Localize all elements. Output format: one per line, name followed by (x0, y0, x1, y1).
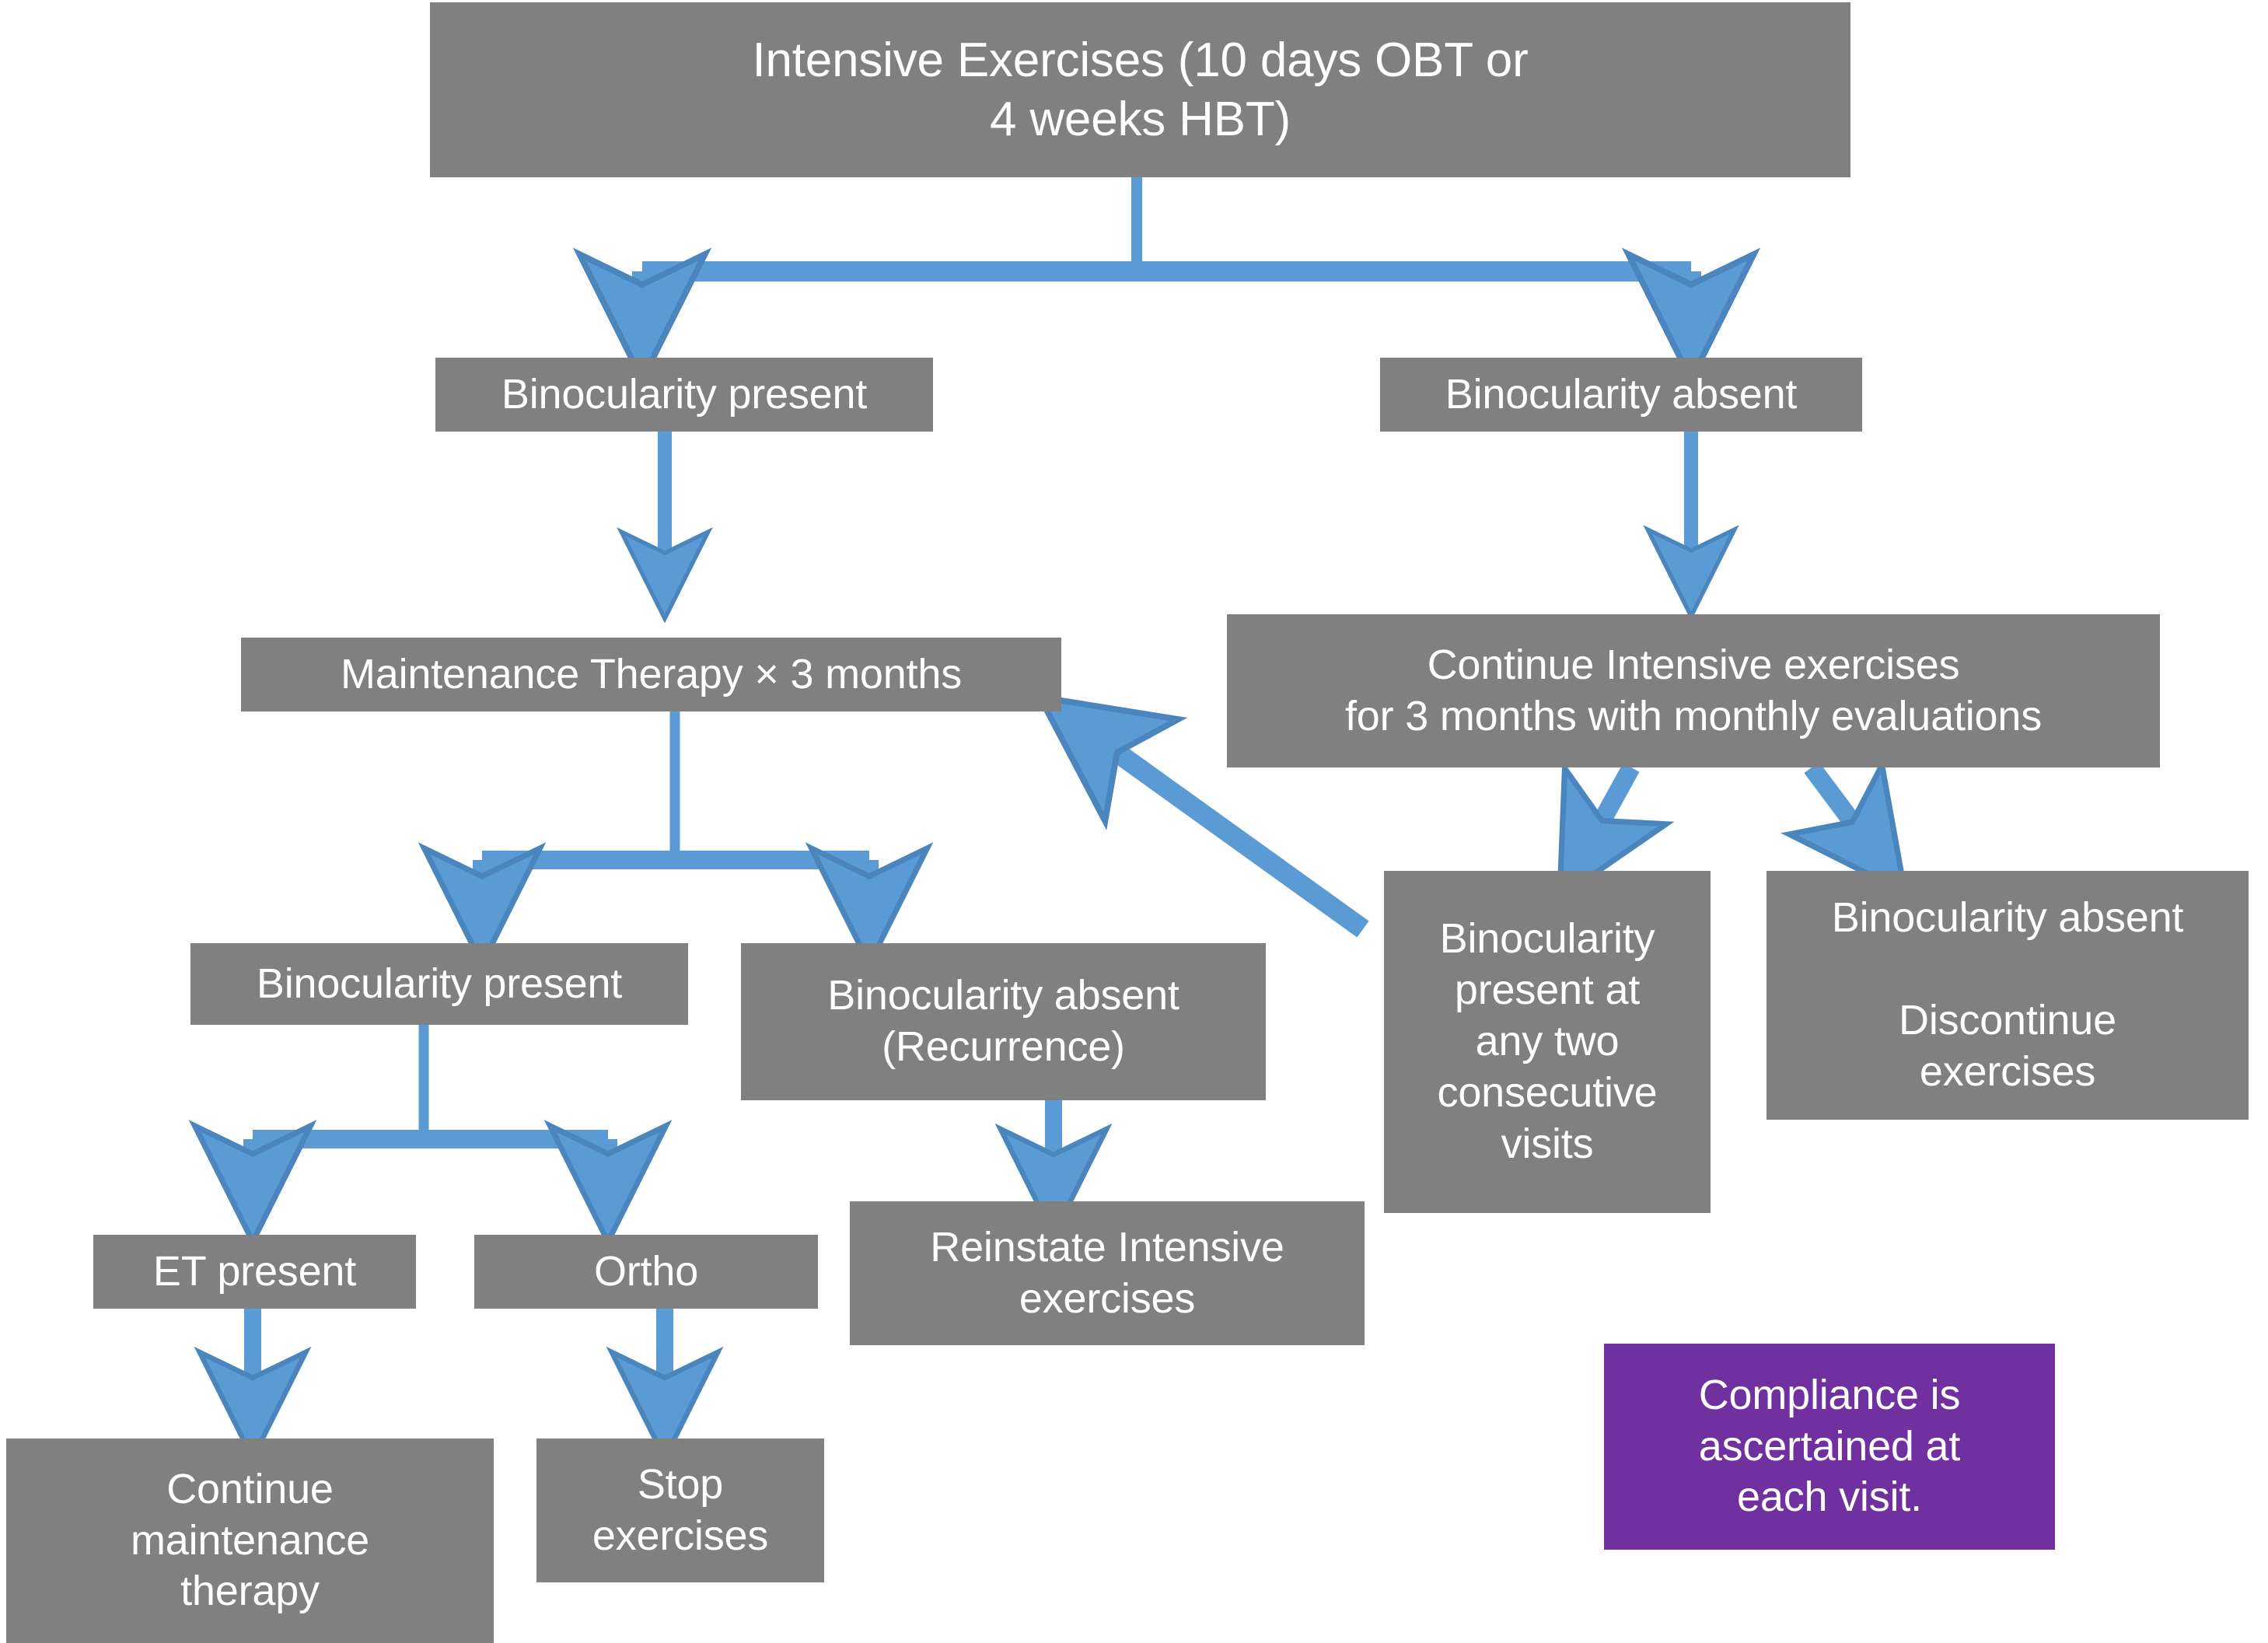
node-binocularity-absent-recurrence[interactable]: Binocularity absent (Recurrence) (741, 943, 1266, 1100)
node-binocularity-absent-discontinue[interactable]: Binocularity absent Discontinue exercise… (1767, 871, 2249, 1120)
node-binocularity-present-two-visits[interactable]: Binocularity present at any two consecut… (1384, 871, 1711, 1213)
node-intensive-exercises[interactable]: Intensive Exercises (10 days OBT or 4 we… (430, 2, 1850, 177)
node-continue-intensive-exercises[interactable]: Continue Intensive exercises for 3 month… (1227, 614, 2160, 767)
node-reinstate-intensive-exercises[interactable]: Reinstate Intensive exercises (850, 1201, 1365, 1345)
node-et-present[interactable]: ET present (93, 1235, 416, 1309)
node-stop-exercises[interactable]: Stop exercises (536, 1438, 824, 1582)
edge-maintenance-split (418, 711, 934, 970)
node-maintenance-therapy[interactable]: Maintenance Therapy × 3 months (241, 638, 1061, 711)
node-binocularity-present-1[interactable]: Binocularity present (435, 358, 933, 432)
node-continue-maintenance-therapy[interactable]: Continue maintenance therapy (6, 1438, 494, 1643)
node-binocularity-present-2[interactable]: Binocularity present (190, 943, 688, 1025)
node-ortho[interactable]: Ortho (474, 1235, 818, 1309)
node-binocularity-absent-1[interactable]: Binocularity absent (1380, 358, 1862, 432)
node-compliance-note[interactable]: Compliance is ascertained at each visit. (1604, 1344, 2055, 1550)
edge-continue-diagonals (1557, 756, 1909, 904)
edge-present2-split (188, 1025, 673, 1248)
edge-intensive-split (572, 177, 1761, 386)
